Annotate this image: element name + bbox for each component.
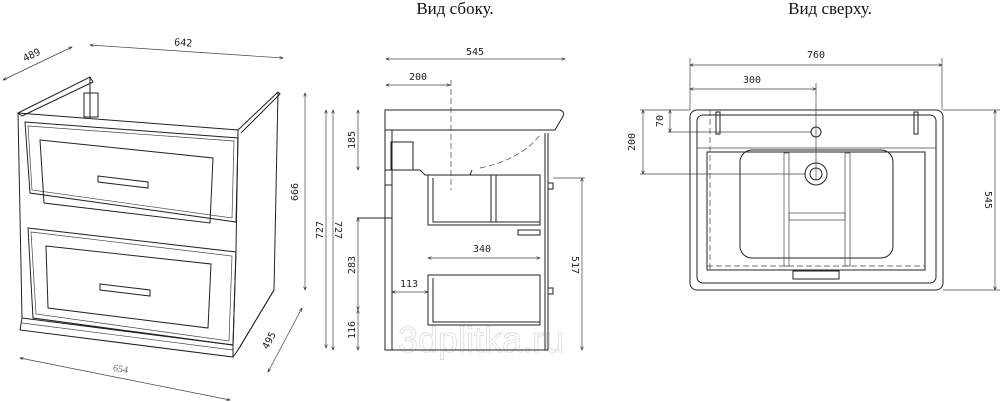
side-view-title: Вид сбоку. bbox=[416, 0, 493, 18]
dim-116: 116 bbox=[347, 321, 358, 339]
side-view: 545 200 727 185 283 116 113 340 517 bbox=[332, 47, 585, 350]
back-bracket bbox=[83, 92, 99, 118]
side-drawer-lower bbox=[427, 274, 541, 326]
dim-666: 666 bbox=[290, 183, 301, 201]
dim-545: 545 bbox=[982, 191, 993, 209]
dim-113: 113 bbox=[400, 279, 418, 290]
dim-495: 495 bbox=[261, 330, 279, 351]
dim-70: 70 bbox=[655, 115, 666, 127]
plinth bbox=[19, 317, 234, 358]
dim-727: 727 bbox=[332, 221, 343, 239]
dim-200: 200 bbox=[627, 133, 638, 151]
drawer-handle bbox=[792, 270, 840, 280]
dim-642: 642 bbox=[174, 37, 193, 49]
drawer-handle bbox=[99, 283, 151, 297]
dim-727: 727 bbox=[315, 221, 326, 239]
dim-760: 760 bbox=[807, 50, 825, 61]
drawer-handle bbox=[97, 175, 149, 189]
wall-bracket bbox=[390, 141, 414, 171]
perspective-cabinet: 642 489 666 727 495 654 bbox=[3, 37, 326, 400]
side-drawer-upper bbox=[427, 174, 541, 226]
dim-283: 283 bbox=[347, 256, 358, 274]
dim-300: 300 bbox=[743, 75, 761, 86]
dim-200: 200 bbox=[409, 72, 427, 83]
dim-654: 654 bbox=[112, 363, 129, 376]
dim-340: 340 bbox=[473, 244, 491, 255]
top-view-title: Вид сверху. bbox=[788, 0, 872, 18]
basin bbox=[739, 149, 894, 259]
dim-185: 185 bbox=[347, 131, 358, 149]
top-view: 760 300 70 200 545 bbox=[627, 50, 1000, 290]
dim-545: 545 bbox=[466, 47, 484, 58]
countertop bbox=[384, 109, 565, 131]
drawer-top bbox=[24, 121, 239, 224]
dim-489: 489 bbox=[21, 47, 42, 65]
dim-517: 517 bbox=[569, 256, 580, 274]
